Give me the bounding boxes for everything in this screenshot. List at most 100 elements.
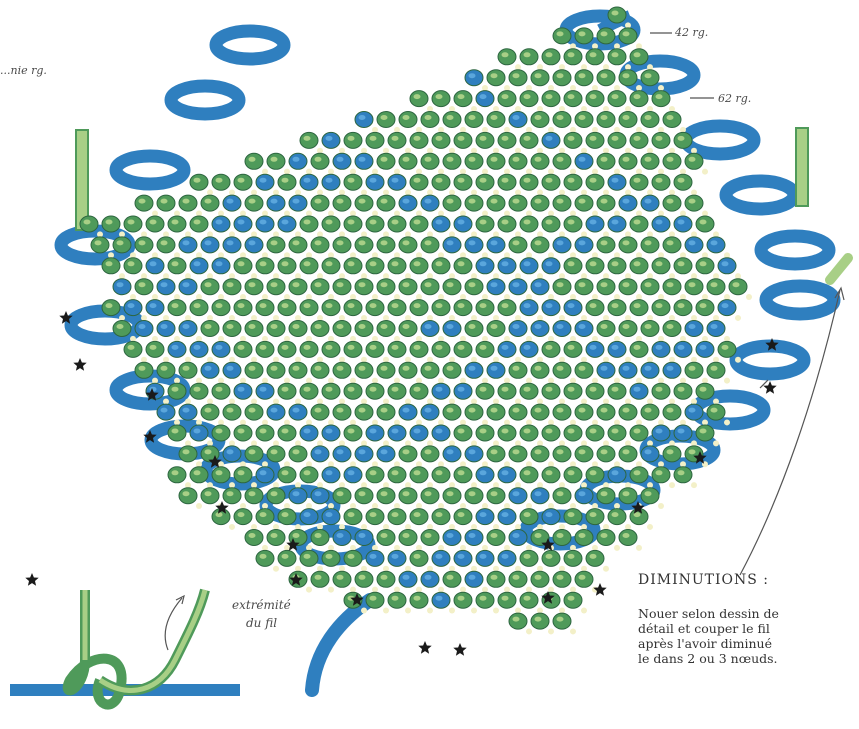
knot-highlight bbox=[315, 575, 322, 580]
knot-highlight bbox=[656, 345, 663, 350]
knot-highlight bbox=[227, 282, 234, 287]
knot-highlight bbox=[315, 240, 322, 245]
knot-highlight bbox=[194, 387, 201, 392]
knot-highlight bbox=[557, 157, 564, 162]
knot-highlight bbox=[601, 73, 608, 78]
knot-highlight bbox=[645, 282, 652, 287]
knot-highlight bbox=[458, 94, 465, 99]
knot-highlight bbox=[458, 178, 465, 183]
knot-highlight bbox=[370, 220, 377, 225]
knot-highlight bbox=[326, 303, 333, 308]
knot-highlight bbox=[392, 178, 399, 183]
knot-highlight bbox=[447, 115, 454, 120]
cord-loop bbox=[766, 286, 834, 314]
knot-highlight bbox=[337, 240, 344, 245]
knot-grid bbox=[80, 7, 752, 634]
gap bbox=[713, 440, 719, 446]
knot-highlight bbox=[689, 240, 696, 245]
knot-highlight bbox=[480, 178, 487, 183]
knot-highlight bbox=[546, 345, 553, 350]
knot-highlight bbox=[260, 512, 267, 517]
knot-highlight bbox=[414, 512, 421, 517]
knot-highlight bbox=[95, 240, 102, 245]
knot-highlight bbox=[557, 115, 564, 120]
knot-highlight bbox=[370, 429, 377, 434]
knot-highlight bbox=[172, 345, 179, 350]
knot-highlight bbox=[238, 178, 245, 183]
knot-highlight bbox=[403, 575, 410, 580]
knot-highlight bbox=[689, 282, 696, 287]
knot-highlight bbox=[458, 554, 465, 559]
knot-highlight bbox=[304, 512, 311, 517]
knot-highlight bbox=[348, 554, 355, 559]
knot-highlight bbox=[392, 387, 399, 392]
knot-highlight bbox=[645, 157, 652, 162]
knot-highlight bbox=[403, 533, 410, 538]
knot-highlight bbox=[700, 345, 707, 350]
knot-highlight bbox=[645, 408, 652, 413]
knot-highlight bbox=[678, 429, 685, 434]
gap bbox=[581, 608, 587, 614]
knot-highlight bbox=[491, 449, 498, 454]
knot-highlight bbox=[84, 220, 91, 225]
knot-highlight bbox=[172, 220, 179, 225]
gap bbox=[471, 608, 477, 614]
cord-loop bbox=[171, 86, 239, 114]
knot-highlight bbox=[579, 366, 586, 371]
knot-highlight bbox=[315, 199, 322, 204]
knot-highlight bbox=[359, 408, 366, 413]
star-icon bbox=[593, 583, 606, 596]
knot-highlight bbox=[183, 282, 190, 287]
knot-highlight bbox=[491, 199, 498, 204]
knot-highlight bbox=[502, 596, 509, 601]
knot-highlight bbox=[447, 408, 454, 413]
knot-highlight bbox=[326, 429, 333, 434]
knot-highlight bbox=[645, 366, 652, 371]
knot-highlight bbox=[205, 199, 212, 204]
knot-highlight bbox=[381, 449, 388, 454]
knot-highlight bbox=[304, 220, 311, 225]
knot-highlight bbox=[260, 345, 267, 350]
knot-highlight bbox=[667, 324, 674, 329]
knot-highlight bbox=[337, 366, 344, 371]
knot-highlight bbox=[414, 470, 421, 475]
knot-highlight bbox=[337, 575, 344, 580]
knot-highlight bbox=[579, 491, 586, 496]
knot-highlight bbox=[623, 282, 630, 287]
knot-highlight bbox=[524, 387, 531, 392]
knot-highlight bbox=[557, 491, 564, 496]
knot-highlight bbox=[139, 366, 146, 371]
knot-highlight bbox=[205, 408, 212, 413]
knot-highlight bbox=[513, 533, 520, 538]
knot-highlight bbox=[293, 199, 300, 204]
knot-highlight bbox=[502, 52, 509, 57]
knot-highlight bbox=[557, 533, 564, 538]
knot-highlight bbox=[722, 261, 729, 266]
knot-highlight bbox=[293, 366, 300, 371]
knot-highlight bbox=[590, 94, 597, 99]
knot-highlight bbox=[502, 94, 509, 99]
knot-highlight bbox=[436, 387, 443, 392]
knot-highlight bbox=[590, 52, 597, 57]
knot-highlight bbox=[216, 261, 223, 266]
knot-highlight bbox=[425, 282, 432, 287]
knot-highlight bbox=[491, 324, 498, 329]
knot-highlight bbox=[381, 491, 388, 496]
knot-highlight bbox=[304, 387, 311, 392]
gap bbox=[427, 608, 433, 614]
knot-highlight bbox=[238, 220, 245, 225]
knot-highlight bbox=[623, 240, 630, 245]
knot-highlight bbox=[667, 366, 674, 371]
knot-highlight bbox=[370, 261, 377, 266]
knot-highlight bbox=[546, 94, 553, 99]
knot-highlight bbox=[293, 324, 300, 329]
knot-highlight bbox=[172, 261, 179, 266]
knot-highlight bbox=[150, 303, 157, 308]
knot-highlight bbox=[139, 282, 146, 287]
knot-highlight bbox=[535, 533, 542, 538]
knot-highlight bbox=[535, 575, 542, 580]
cord-loop bbox=[761, 236, 829, 264]
knot-highlight bbox=[447, 199, 454, 204]
knot-highlight bbox=[183, 199, 190, 204]
star-icon bbox=[453, 643, 466, 656]
